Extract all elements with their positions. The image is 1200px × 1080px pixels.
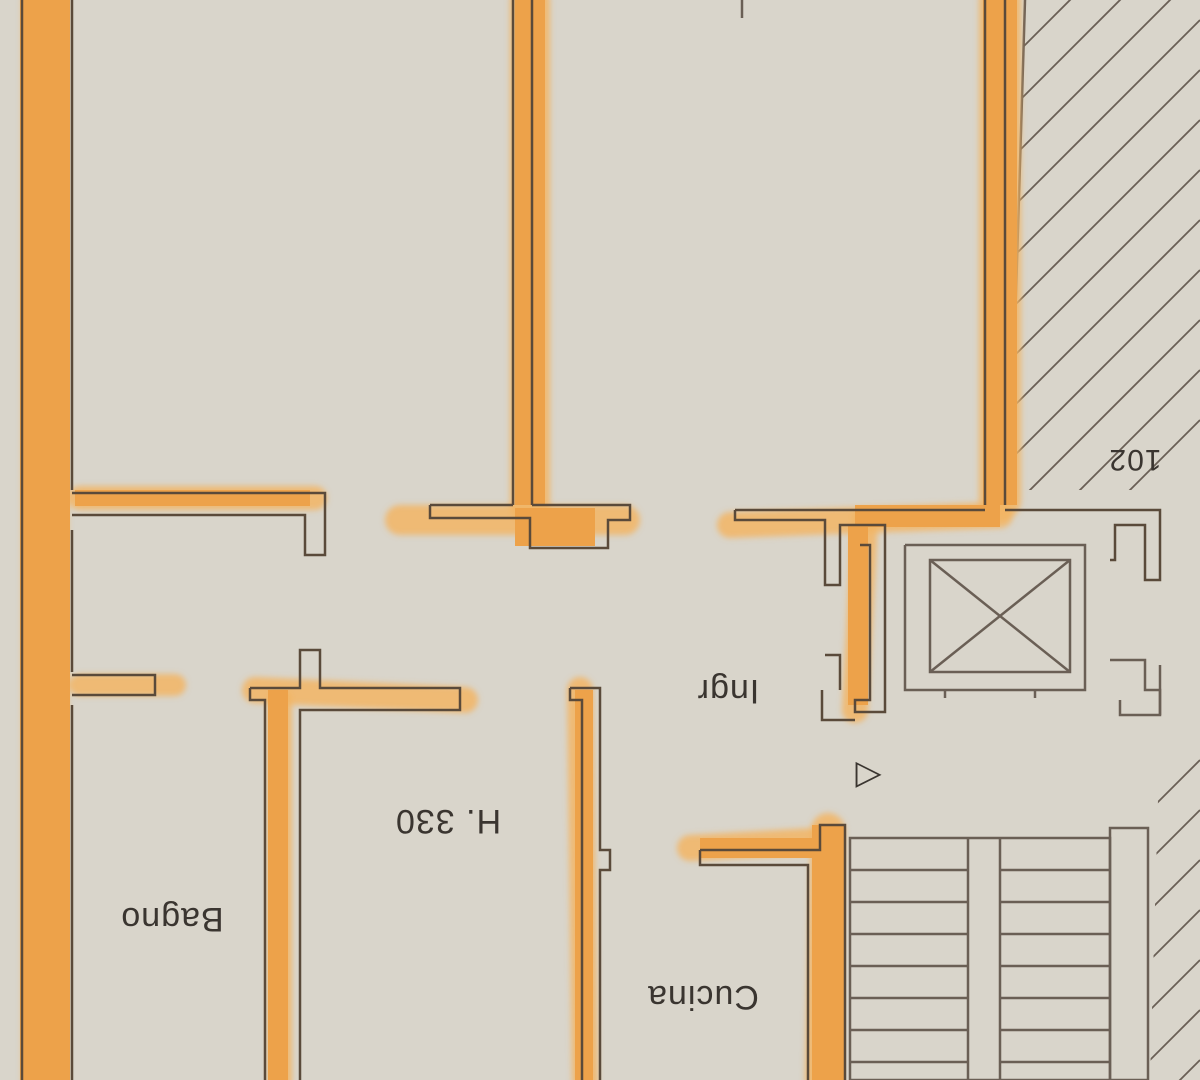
wall-outlines: [20, 0, 1162, 1080]
room-label-ingresso: Ingr: [697, 672, 760, 710]
room-label-cucina: Cucina: [647, 978, 759, 1016]
ceiling-height-label: H. 330: [395, 802, 501, 840]
unit-number-label: 102: [1108, 443, 1161, 476]
room-label-bagno: Bagno: [120, 900, 223, 938]
staircase: [848, 826, 1150, 1080]
hatched-area-top: [1010, 0, 1200, 490]
hatched-area-bottom: [1150, 759, 1200, 1080]
landing-wall: [1110, 658, 1162, 717]
lift-shaft: [903, 543, 1087, 698]
entrance-marker: ◁: [854, 758, 881, 796]
